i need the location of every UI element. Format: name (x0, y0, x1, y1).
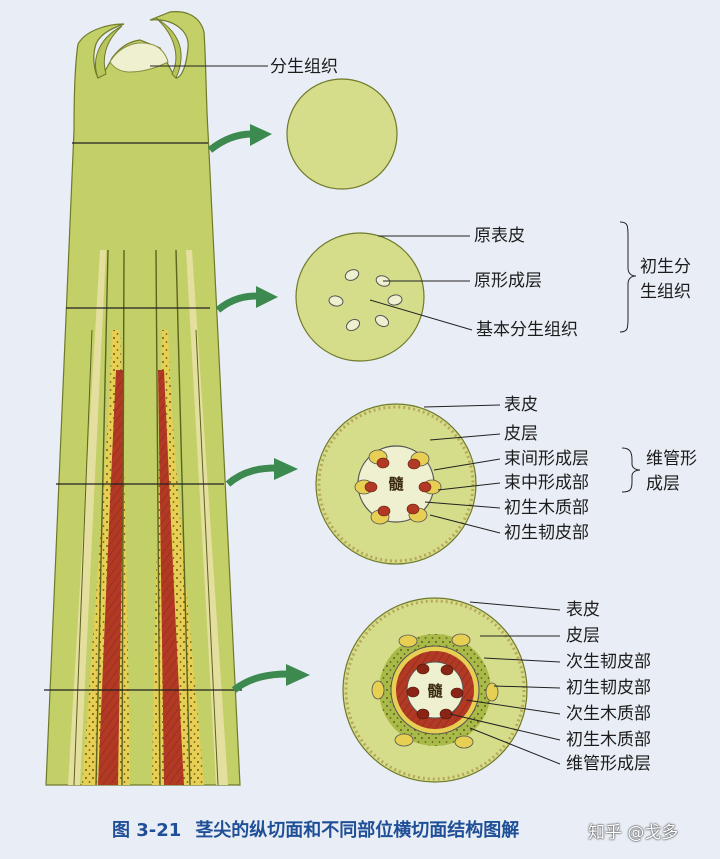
section-2-primary-meristem (295, 232, 425, 362)
arrow-3 (225, 458, 298, 487)
label-s3-fascicular: 束中形成部 (504, 473, 589, 493)
arrow-4 (231, 664, 310, 693)
section-4-pith-label: 髓 (427, 682, 443, 700)
figure-title: 茎尖的纵切面和不同部位横切面结构图解 (195, 820, 520, 841)
label-s4-cortex: 皮层 (566, 626, 600, 646)
arrows (207, 124, 310, 693)
leaf-primordium-right (155, 17, 182, 79)
longitudinal-section (44, 11, 268, 786)
label-primary-meristem-2: 生组织 (640, 282, 691, 302)
label-s3-vascular-cambium-2: 成层 (646, 474, 680, 494)
label-s4-vascular-cambium: 维管形成层 (566, 754, 651, 774)
arrow-2 (215, 286, 278, 313)
section-2-leaders (369, 221, 637, 333)
section-3-pith-label: 髓 (388, 475, 404, 493)
label-s4-primary-xylem: 初生木质部 (566, 730, 651, 750)
label-s3-epidermis: 表皮 (504, 395, 538, 415)
label-s3-vascular-cambium-1: 维管形 (646, 449, 697, 469)
outer-strand-left (68, 250, 106, 785)
label-protoderm: 原表皮 (474, 226, 525, 246)
label-s3-primary-xylem: 初生木质部 (504, 498, 589, 518)
label-procambium: 原形成层 (474, 271, 542, 291)
label-ground-meristem: 基本分生组织 (476, 320, 578, 340)
label-meristem: 分生组织 (270, 57, 338, 77)
label-s4-secondary-phloem: 次生韧皮部 (566, 652, 651, 672)
label-s3-cortex: 皮层 (504, 424, 538, 444)
section-4-secondary-structure: 髓 (342, 597, 528, 783)
outer-strand-right (186, 250, 228, 785)
label-primary-meristem-1: 初生分 (640, 257, 691, 277)
meristem-dome (109, 42, 169, 73)
leaf-primordium-left (95, 25, 123, 79)
section-1-meristem (286, 78, 398, 190)
figure-caption: 图 3-21 茎尖的纵切面和不同部位横切面结构图解 (112, 816, 519, 842)
watermark: 知乎 @戈多 (588, 823, 679, 843)
section-3-primary-structure: 髓 (315, 403, 477, 565)
label-s4-secondary-xylem: 次生木质部 (566, 704, 651, 724)
figure-number: 图 3-21 (112, 820, 182, 841)
arrow-1 (207, 124, 272, 153)
label-s4-epidermis: 表皮 (566, 600, 600, 620)
label-s3-interfascicular: 束间形成层 (504, 449, 589, 469)
section-3-leaders (423, 404, 641, 534)
label-s3-primary-phloem: 初生韧皮部 (504, 523, 589, 543)
label-s4-primary-phloem: 初生韧皮部 (566, 678, 651, 698)
section-4-leaders (449, 601, 561, 765)
